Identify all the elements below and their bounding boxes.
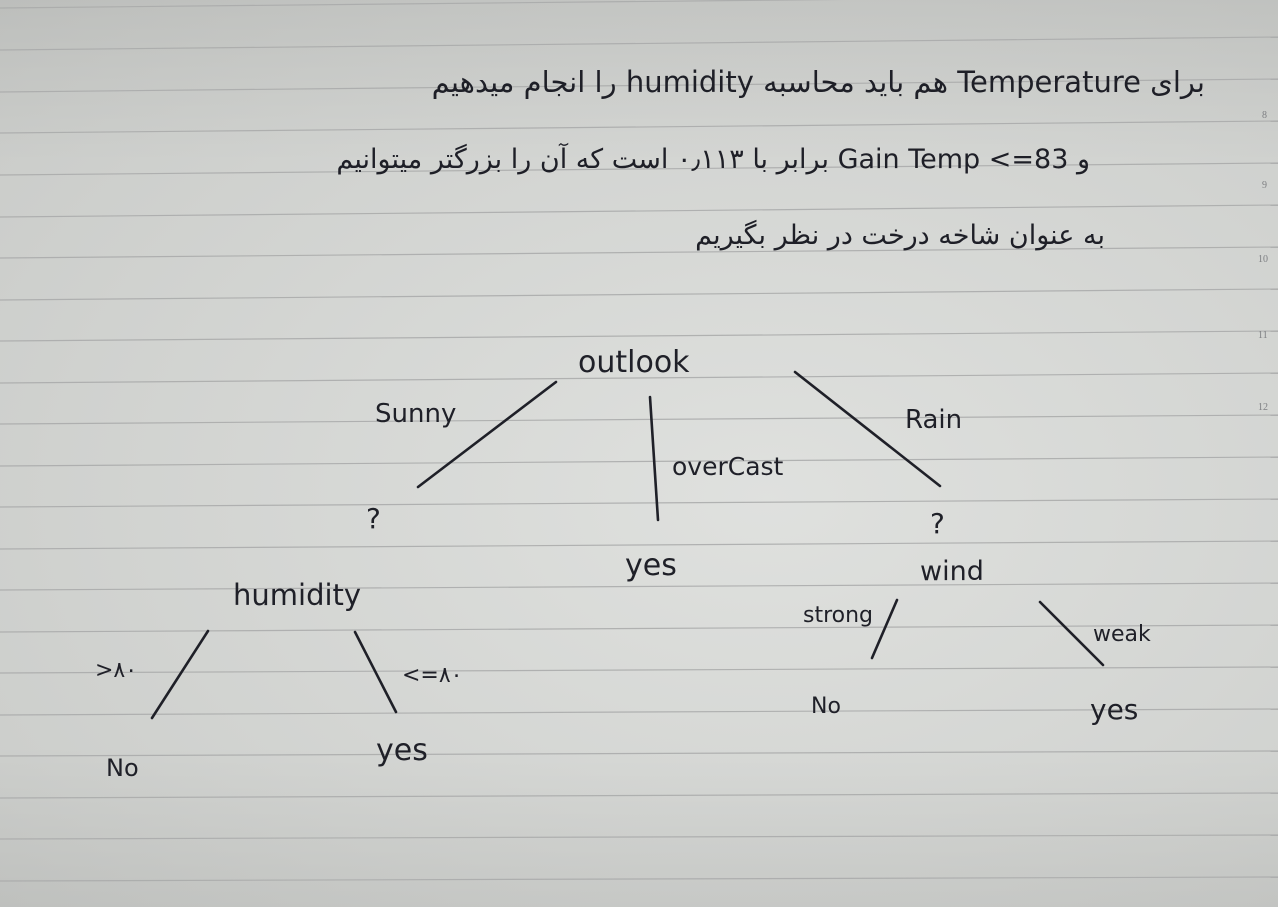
tree-root-label: outlook: [578, 345, 690, 380]
wind-strong-result: No: [811, 694, 841, 719]
margin-number-11: 11: [1258, 330, 1268, 341]
wind-weak-label: weak: [1093, 622, 1151, 647]
branch-label-overcast: overCast: [672, 452, 784, 481]
humidity-gt-result: No: [106, 754, 139, 782]
overcast-result: yes: [625, 548, 677, 583]
edge-wind-weak: [1038, 600, 1105, 667]
wind-node: wind: [920, 556, 984, 587]
branch-label-rain: Rain: [905, 405, 962, 435]
unknown-left: ?: [366, 502, 381, 535]
tree-edges: [150, 370, 1105, 720]
edge-sunny: [416, 380, 558, 489]
note-line-1: برای Temperature هم باید محاسبه humidity…: [432, 65, 1205, 100]
edge-humidity-le: [353, 630, 398, 714]
humidity-node: humidity: [233, 578, 361, 612]
note-line-3: به عنوان شاخه درخت در نظر بگیریم: [695, 219, 1105, 251]
branch-label-sunny: Sunny: [375, 399, 456, 429]
margin-number-9: 9: [1262, 180, 1267, 191]
humidity-gt-label: >۸۰: [95, 658, 137, 683]
edge-humidity-gt: [150, 629, 210, 720]
wind-strong-label: strong: [803, 603, 873, 628]
wind-weak-result: yes: [1090, 693, 1138, 726]
margin-number-8: 8: [1262, 110, 1267, 121]
edge-rain: [793, 370, 942, 488]
edge-wind-strong: [870, 598, 899, 660]
humidity-le-result: yes: [376, 733, 428, 768]
note-line-2: و Gain Temp <=83 برابر با ۰٫۱۱۳ است که آ…: [336, 143, 1090, 175]
margin-number-12: 12: [1258, 402, 1268, 413]
humidity-le-label: <=۸۰: [402, 663, 463, 688]
margin-number-10: 10: [1258, 254, 1268, 265]
unknown-right: ?: [930, 507, 945, 540]
edge-overcast: [648, 395, 660, 522]
